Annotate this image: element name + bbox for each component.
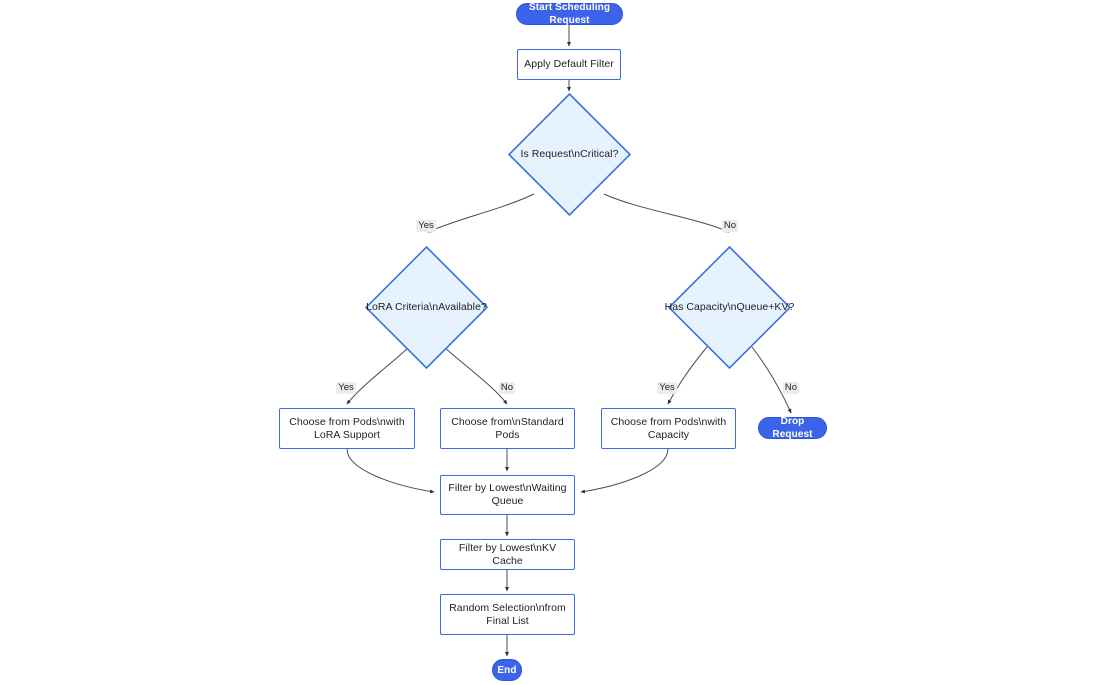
edge-critical-to-lora <box>427 193 535 233</box>
node-end[interactable]: End <box>492 659 522 681</box>
edge-capacity-to-pods_cap <box>667 346 708 405</box>
diamond-shape-wrap <box>508 93 631 216</box>
node-label: Apply Default Filter <box>524 58 614 70</box>
node-start[interactable]: Start Scheduling Request <box>516 2 623 26</box>
node-label: Filter by Lowest\nKV Cache <box>458 541 557 567</box>
node-pods_cap[interactable]: Choose from Pods\nwith Capacity <box>601 408 736 449</box>
node-label: Filter by Lowest\nWaiting Queue <box>448 482 567 507</box>
node-label: Drop Request <box>772 416 813 440</box>
edge-label-capacity-no: No <box>782 382 800 394</box>
edge-label-critical-yes: Yes <box>416 220 436 232</box>
edge-label-critical-no: No <box>721 220 739 232</box>
edge-lora-to-pods_std <box>443 346 508 405</box>
edge-capacity-to-drop <box>751 346 792 414</box>
node-pods_std[interactable]: Choose from\nStandard Pods <box>440 408 575 449</box>
node-label: LoRA Criteria\nAvailable? <box>366 301 487 313</box>
node-random[interactable]: Random Selection\nfrom Final List <box>440 594 575 635</box>
node-label: Has Capacity\nQueue+KV? <box>664 301 795 313</box>
edge-label-lora-yes: Yes <box>336 382 356 394</box>
diamond-shape <box>365 246 488 369</box>
diamond-shape <box>668 246 791 369</box>
node-label: End <box>497 664 517 676</box>
edge-pods_lora-to-filter_queue <box>346 448 435 494</box>
edge-lora-to-pods_lora <box>346 346 410 405</box>
node-filter_queue[interactable]: Filter by Lowest\nWaiting Queue <box>440 475 575 515</box>
node-label: Start Scheduling Request <box>528 2 611 26</box>
node-label: Random Selection\nfrom Final List <box>449 601 566 627</box>
node-filter_kv[interactable]: Filter by Lowest\nKV Cache <box>440 539 575 570</box>
node-label: Choose from\nStandard Pods <box>451 415 564 441</box>
node-critical[interactable]: Is Request\nCritical? <box>508 93 631 216</box>
edge-label-capacity-yes: Yes <box>657 382 677 394</box>
node-label: Is Request\nCritical? <box>520 148 619 160</box>
edge-critical-to-capacity <box>603 193 730 233</box>
diamond-shape-wrap <box>668 246 791 369</box>
node-default[interactable]: Apply Default Filter <box>517 49 621 80</box>
node-pods_lora[interactable]: Choose from Pods\nwith LoRA Support <box>279 408 415 449</box>
node-label: Choose from Pods\nwith LoRA Support <box>289 415 405 441</box>
node-label: Choose from Pods\nwith Capacity <box>610 415 727 441</box>
edge-paths <box>346 25 792 657</box>
diamond-shape <box>508 93 631 216</box>
node-lora[interactable]: LoRA Criteria\nAvailable? <box>365 246 488 369</box>
diamond-shape-wrap <box>365 246 488 369</box>
edge-label-lora-no: No <box>498 382 516 394</box>
node-capacity[interactable]: Has Capacity\nQueue+KV? <box>665 246 794 369</box>
node-drop[interactable]: Drop Request <box>758 416 827 440</box>
edge-pods_cap-to-filter_queue <box>580 448 669 494</box>
